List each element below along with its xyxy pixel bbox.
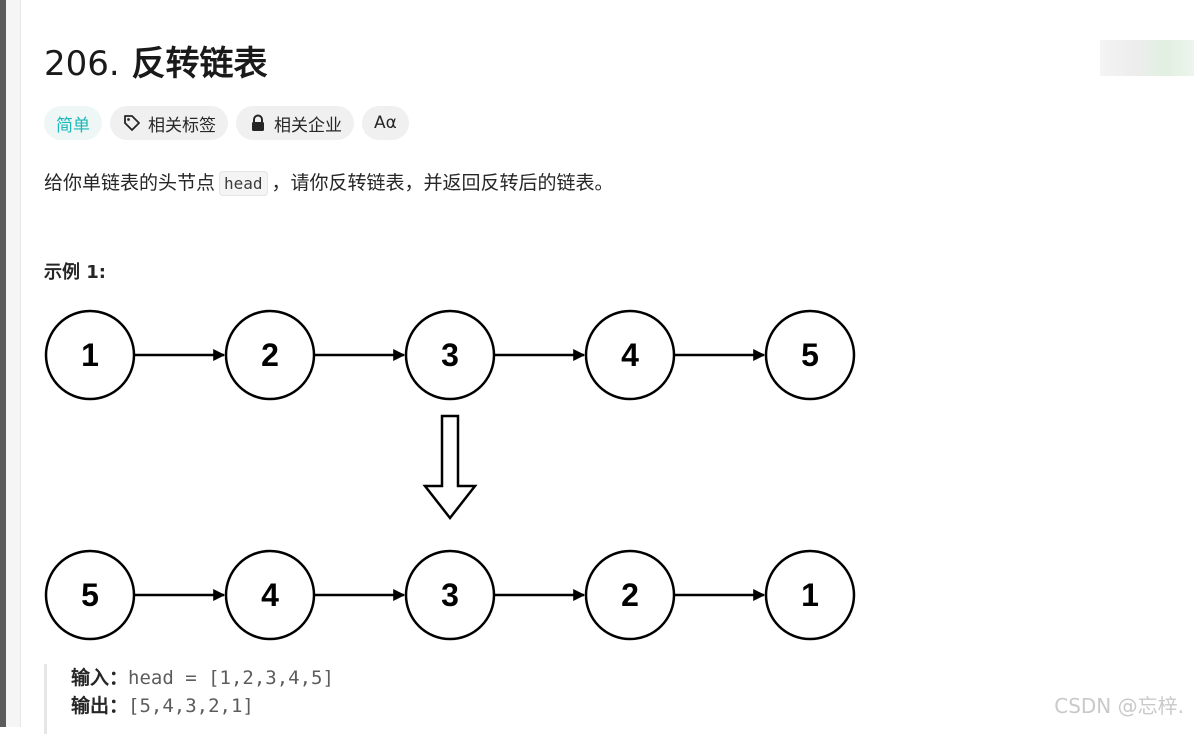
side-gutter <box>6 0 21 727</box>
linked-list-diagram: 1 2 3 4 5 5 4 3 2 1 <box>44 309 856 641</box>
related-companies-label: 相关企业 <box>274 115 342 136</box>
down-arrow <box>422 414 478 521</box>
difficulty-badge: 简单 <box>44 106 102 140</box>
tag-icon <box>122 113 142 133</box>
tag-bar: 简单 相关标签 相关企业 Aα <box>44 106 409 140</box>
description-prefix: 给你单链表的头节点 <box>44 172 216 194</box>
output-label: 输出： <box>71 695 129 717</box>
top-node-label-1: 1 <box>81 337 99 373</box>
example-output: 输出：[5,4,3,2,1] <box>71 692 334 720</box>
related-tags-button[interactable]: 相关标签 <box>110 106 228 140</box>
problem-number: 206. <box>44 44 120 84</box>
inline-code-head: head <box>219 171 268 196</box>
example-input: 输入：head = [1,2,3,4,5] <box>71 664 334 692</box>
top-node-label-3: 3 <box>441 337 459 373</box>
watermark: CSDN @忘梓. <box>1054 694 1184 718</box>
top-node-5 <box>764 309 856 401</box>
page-title: 206. 反转链表 <box>44 36 268 85</box>
related-tags-label: 相关标签 <box>148 115 216 136</box>
bottom-node-label-3: 3 <box>441 577 459 613</box>
related-companies-button[interactable]: 相关企业 <box>236 106 354 140</box>
input-label: 输入： <box>71 667 129 689</box>
bottom-node-label-1: 5 <box>81 577 99 613</box>
description-suffix: ，请你反转链表，并返回反转后的链表。 <box>271 172 614 194</box>
bottom-node-label-4: 2 <box>621 577 639 613</box>
reversed-list: 5 4 3 2 1 <box>44 549 856 641</box>
bottom-node-label-2: 4 <box>261 577 279 613</box>
bottom-node-5 <box>764 549 856 641</box>
problem-content: 206. 反转链表 简单 相关标签 相关企业 <box>44 0 1144 734</box>
blurred-corner-region <box>1100 40 1194 76</box>
input-value: head = [1,2,3,4,5] <box>128 667 334 689</box>
difficulty-label: 简单 <box>56 115 90 136</box>
bottom-node-label-5: 1 <box>801 577 819 613</box>
window-edge <box>0 0 6 727</box>
example-title: 示例 1: <box>44 262 106 283</box>
lock-icon <box>248 113 268 133</box>
font-toggle-label: Aα <box>374 113 397 133</box>
example-io: 输入：head = [1,2,3,4,5] 输出：[5,4,3,2,1] <box>44 664 334 734</box>
problem-title[interactable]: 反转链表 <box>131 44 268 84</box>
font-toggle-button[interactable]: Aα <box>362 106 409 140</box>
top-node-label-5: 5 <box>801 337 819 373</box>
top-node-label-4: 4 <box>621 337 639 373</box>
output-value: [5,4,3,2,1] <box>128 695 254 717</box>
top-node-label-2: 2 <box>261 337 279 373</box>
original-list: 1 2 3 4 5 <box>44 309 856 401</box>
